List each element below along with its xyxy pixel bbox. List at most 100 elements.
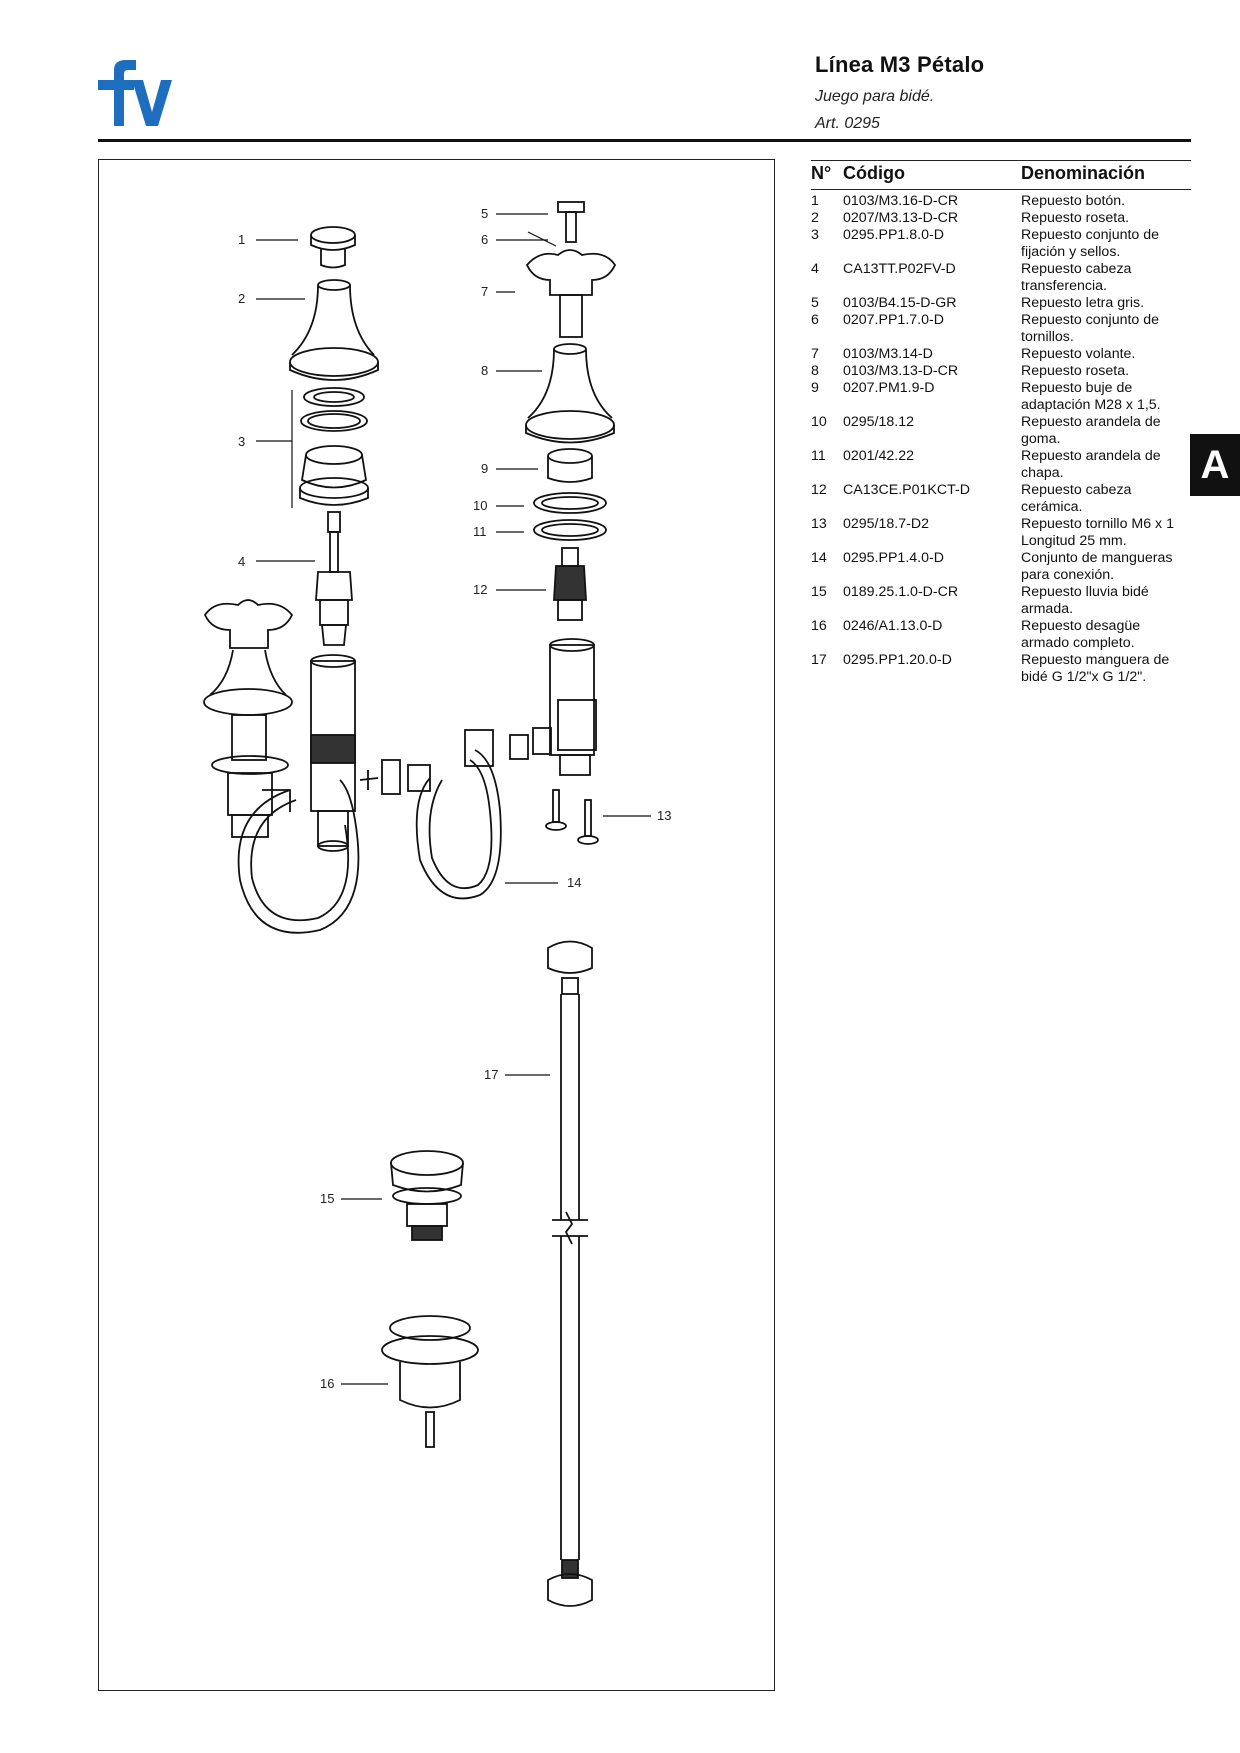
row-name: Repuesto roseta.	[1021, 363, 1130, 379]
row-name: Repuesto cabeza transferencia.	[1021, 261, 1132, 294]
diagram-callouts: 1 2 3 4 5 6 7 8 9 10 11 12 13 14 15 16 1…	[238, 206, 671, 1391]
row-name: Repuesto tornillo M6 x 1 Longitud 25 mm.	[1021, 516, 1174, 549]
table-row: 2 0207/M3.13-D-CR Repuesto roseta.	[811, 210, 1191, 227]
row-code: 0295.PP1.20.0-D	[843, 652, 952, 668]
callout-7: 7	[481, 284, 488, 299]
part-14-hoses	[237, 727, 552, 934]
col-number-header: N°	[811, 163, 832, 183]
row-number: 13	[811, 516, 827, 532]
row-code: 0189.25.1.0-D-CR	[843, 584, 959, 600]
callout-16: 16	[320, 1376, 334, 1391]
row-number: 16	[811, 618, 827, 634]
part-2-rosette	[289, 279, 379, 381]
row-code: 0295/18.7-D2	[843, 516, 929, 532]
row-name: Repuesto arandela de chapa.	[1021, 448, 1161, 481]
part-5-letter	[557, 201, 585, 243]
table-row: 13 0295/18.7-D2 Repuesto tornillo M6 x 1 L…	[811, 516, 1191, 550]
part-10-washer	[533, 492, 607, 514]
table-row: 4 CA13TT.P02FV-D Repuesto cabeza transfere…	[811, 261, 1191, 295]
row-code: 0295.PP1.4.0-D	[843, 550, 944, 566]
row-number: 17	[811, 652, 827, 668]
row-name: Repuesto cabeza cerámica.	[1021, 482, 1132, 515]
row-code: 0295/18.12	[843, 414, 915, 430]
row-name: Repuesto roseta.	[1021, 210, 1130, 226]
row-number: 1	[811, 193, 819, 209]
callout-11: 11	[473, 524, 487, 539]
part-15-spray	[390, 1150, 464, 1241]
row-code: 0103/B4.15-D-GR	[843, 295, 957, 311]
table-row: 9 0207.PM1.9-D Repuesto buje de adaptación…	[811, 380, 1191, 414]
fv-logo-icon	[98, 60, 172, 126]
callout-8: 8	[481, 363, 488, 378]
part-13-screws	[545, 789, 599, 845]
row-name: Repuesto desagüe armado completo.	[1021, 618, 1141, 651]
part-3-seals	[299, 387, 369, 506]
col-code-header: Código	[843, 163, 905, 183]
part-1-button	[310, 226, 356, 269]
part-12-ceramic-head	[553, 547, 587, 621]
row-number: 9	[811, 380, 819, 396]
table-row: 6 0207.PP1.7.0-D Repuesto conjunto de torn…	[811, 312, 1191, 346]
row-code: 0207.PP1.7.0-D	[843, 312, 944, 328]
callout-12: 12	[473, 582, 487, 597]
row-name: Repuesto buje de adaptación M28 x 1,5.	[1021, 380, 1161, 413]
row-code: CA13TT.P02FV-D	[843, 261, 956, 277]
callout-6: 6	[481, 232, 488, 247]
left-handle-assembly	[203, 599, 294, 838]
row-code: 0207/M3.13-D-CR	[843, 210, 959, 226]
row-name: Repuesto manguera de bidé G 1/2"x G 1/2"…	[1021, 652, 1170, 685]
callout-17: 17	[484, 1067, 498, 1082]
page-subtitle: Juego para bidé.	[815, 88, 935, 105]
parts-table-header: N° Código Denominación	[811, 160, 1191, 190]
row-code: 0295.PP1.8.0-D	[843, 227, 944, 243]
row-code: 0246/A1.13.0-D	[843, 618, 943, 634]
row-number: 4	[811, 261, 819, 277]
callout-14: 14	[567, 875, 581, 890]
row-number: 7	[811, 346, 819, 362]
row-number: 14	[811, 550, 827, 566]
row-code: CA13CE.P01KCT-D	[843, 482, 970, 498]
part-17-hose	[547, 940, 593, 1607]
row-name: Repuesto lluvia bidé armada.	[1021, 584, 1149, 617]
row-name: Repuesto volante.	[1021, 346, 1136, 362]
callout-3: 3	[238, 434, 245, 449]
right-body	[549, 638, 597, 776]
row-name: Conjunto de mangueras para conexión.	[1021, 550, 1173, 583]
section-tab: A	[1190, 434, 1240, 496]
callout-2: 2	[238, 291, 245, 306]
row-number: 3	[811, 227, 819, 243]
row-name: Repuesto conjunto de tornillos.	[1021, 312, 1160, 345]
row-number: 6	[811, 312, 819, 328]
row-code: 0103/M3.16-D-CR	[843, 193, 959, 209]
table-row: 8 0103/M3.13-D-CR Repuesto roseta.	[811, 363, 1191, 380]
row-number: 2	[811, 210, 819, 226]
col-name-header: Denominación	[1021, 163, 1146, 183]
article-number: Art. 0295	[815, 115, 880, 132]
callout-4: 4	[238, 554, 245, 569]
central-body	[310, 654, 356, 852]
part-9-bushing	[547, 448, 593, 483]
callout-13: 13	[657, 808, 671, 823]
row-number: 12	[811, 482, 827, 498]
part-16-drain	[381, 1315, 479, 1448]
part-4-transfer-head	[315, 511, 353, 646]
callout-1: 1	[238, 232, 245, 247]
header-rule	[98, 139, 1191, 142]
row-name: Repuesto arandela de goma.	[1021, 414, 1161, 447]
row-number: 8	[811, 363, 819, 379]
page-title: Línea M3 Pétalo	[815, 52, 985, 77]
row-number: 10	[811, 414, 827, 430]
row-code: 0103/M3.13-D-CR	[843, 363, 959, 379]
row-code: 0207.PM1.9-D	[843, 380, 935, 396]
row-number: 5	[811, 295, 819, 311]
table-row: 17 0295.PP1.20.0-D Repuesto manguera de bi…	[811, 652, 1191, 686]
table-row: 10 0295/18.12 Repuesto arandela de goma.	[811, 414, 1191, 448]
row-name: Repuesto letra gris.	[1021, 295, 1145, 311]
